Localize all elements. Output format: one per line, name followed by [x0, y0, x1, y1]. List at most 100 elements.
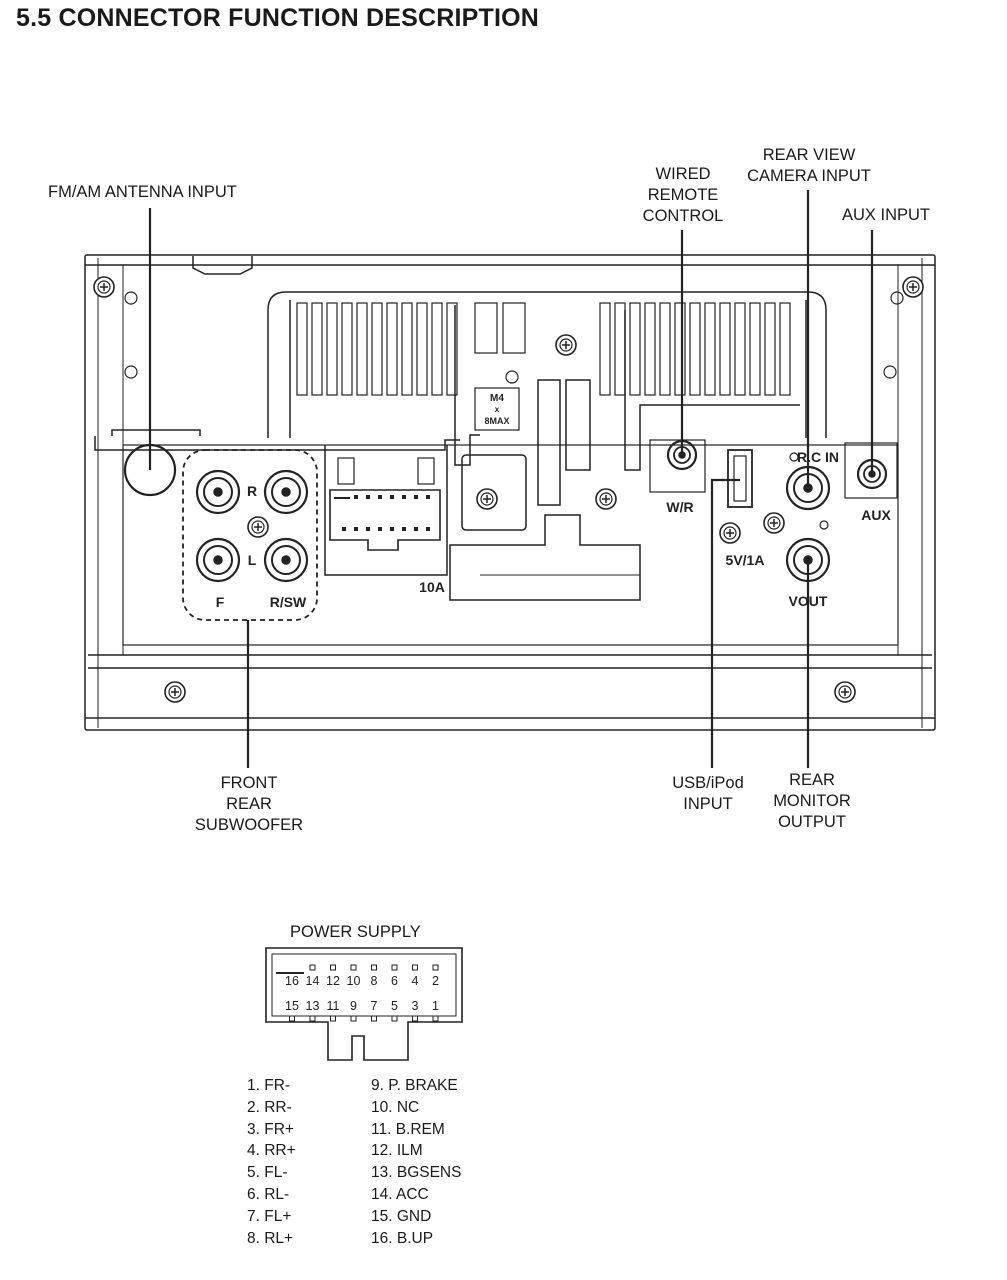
usb-port	[727, 449, 753, 508]
pin-item: 4. RR+	[247, 1142, 296, 1160]
pin-item: 1. FR-	[247, 1077, 291, 1094]
label-line: WIRED	[655, 165, 711, 183]
pin-item: 12. ILM	[371, 1142, 423, 1160]
mark-usb-rating: 5V/1A	[726, 552, 765, 568]
screw-icon	[476, 488, 498, 510]
pin-item: 11. B.REM	[371, 1120, 445, 1138]
power-connector-socket	[324, 445, 448, 576]
screw-icon	[595, 488, 617, 510]
pin-number: 11	[327, 999, 340, 1013]
label-line: REMOTE	[647, 186, 719, 204]
label-line: FRONT	[220, 774, 278, 792]
heatsink	[267, 291, 827, 438]
pin-item: 13. BGSENS	[371, 1164, 462, 1182]
pin-number: 7	[371, 999, 378, 1013]
label-line: OUTPUT	[778, 813, 846, 831]
pin-contact	[330, 964, 336, 971]
label-line: REAR VIEW	[762, 146, 856, 164]
label-line: SUBWOOFER	[194, 816, 304, 834]
mark-screw-len: 8MAX	[484, 416, 509, 426]
pin-item: 7. FL+	[247, 1207, 292, 1225]
pin-number: 4	[412, 974, 419, 988]
pin-number: 13	[306, 999, 320, 1013]
pin-number: 9	[350, 999, 357, 1013]
fm-am-antenna-label: FM/AM ANTENNA INPUT	[48, 183, 237, 201]
pin-contact	[371, 1015, 377, 1022]
mark-f: F	[216, 594, 225, 610]
pin-number: 6	[391, 974, 398, 988]
pin-number: 15	[285, 999, 299, 1013]
mark-wr: W/R	[666, 499, 693, 515]
pin-contact	[391, 1015, 398, 1022]
label-line: USB/iPod	[672, 774, 744, 792]
rear-panel-diagram: R L F R/SW 10A W/R 5V/1A R.C IN VOUT AUX…	[84, 190, 936, 768]
pin-number: 8	[371, 974, 378, 988]
aux-input-label: AUX INPUT	[842, 206, 931, 224]
label-line: CAMERA INPUT	[747, 167, 871, 185]
pin-number: 3	[412, 999, 419, 1013]
mark-screw-x: x	[495, 405, 500, 414]
pin-item: 9. P. BRAKE	[371, 1077, 458, 1094]
pin-contact	[412, 964, 418, 971]
screw-icon	[247, 516, 269, 538]
mark-rsw: R/SW	[270, 594, 307, 610]
pin-contact	[432, 964, 439, 971]
power-supply-title: POWER SUPPLY	[290, 923, 421, 941]
pin-item: 2. RR-	[247, 1098, 292, 1116]
pin-item: 15. GND	[371, 1207, 432, 1225]
chassis-outline	[84, 254, 936, 731]
pin-contact	[350, 964, 357, 971]
pin-contact	[330, 1015, 336, 1022]
label-line: INPUT	[683, 795, 733, 813]
pin-contact	[309, 964, 316, 971]
pin-number: 2	[432, 974, 439, 988]
pin-item: 6. RL-	[247, 1185, 290, 1203]
pin-contact	[391, 964, 398, 971]
pin-contact	[371, 964, 377, 971]
mark-fuse: 10A	[419, 579, 445, 595]
rear-view-camera-label: REAR VIEW CAMERA INPUT	[738, 145, 880, 187]
pin-item: 14. ACC	[371, 1185, 429, 1203]
wired-remote-label: WIRED REMOTE CONTROL	[630, 164, 736, 227]
label-line: REAR	[789, 771, 835, 789]
rca-group-outline	[182, 449, 318, 621]
pin-item: 3. FR+	[247, 1120, 294, 1138]
label-line: REAR	[226, 795, 272, 813]
label-line: MONITOR	[773, 792, 851, 810]
mark-l: L	[248, 552, 257, 568]
pin-number: 10	[347, 974, 361, 988]
front-rear-sub-label: FRONT REAR SUBWOOFER	[186, 773, 312, 836]
mark-screw-m4: M4	[490, 393, 504, 404]
pin-contact	[432, 1015, 439, 1022]
screw-icon	[555, 334, 577, 356]
pin-list-left: 1. FR- 2. RR- 3. FR+ 4. RR+ 5. FL- 6. RL…	[247, 1075, 296, 1249]
pin-number: 16	[285, 974, 299, 988]
leader-usb	[710, 478, 740, 768]
screw-icon	[164, 681, 186, 703]
pin-item: 5. FL-	[247, 1164, 288, 1182]
label-line: CONTROL	[642, 207, 724, 225]
pin-contact	[412, 1015, 418, 1022]
panel-face	[122, 444, 899, 646]
screw-icon	[763, 512, 785, 534]
pin-item: 10. NC	[371, 1098, 420, 1116]
screw-icon	[719, 522, 741, 544]
pin-number: 12	[326, 974, 340, 988]
mark-r: R	[247, 483, 257, 499]
pin-number: 5	[391, 999, 398, 1013]
pin-item: 16. B.UP	[371, 1229, 434, 1247]
usb-ipod-label: USB/iPod INPUT	[662, 773, 754, 815]
screw-icon	[93, 276, 115, 298]
pin-number: 14	[306, 974, 320, 988]
pin-contact	[289, 1015, 295, 1022]
pin-list-right: 9. P. BRAKE 10. NC 11. B.REM 12. ILM 13.…	[371, 1075, 461, 1249]
pin-contact	[309, 1015, 316, 1022]
mark-rcin: R.C IN	[797, 449, 839, 465]
pin-item: 8. RL+	[247, 1229, 294, 1247]
screw-icon	[902, 276, 924, 298]
rca-jacks	[195, 469, 309, 583]
pin-number: 1	[432, 999, 439, 1013]
page-title: 5.5 CONNECTOR FUNCTION DESCRIPTION	[16, 4, 540, 32]
screw-icon	[834, 681, 856, 703]
